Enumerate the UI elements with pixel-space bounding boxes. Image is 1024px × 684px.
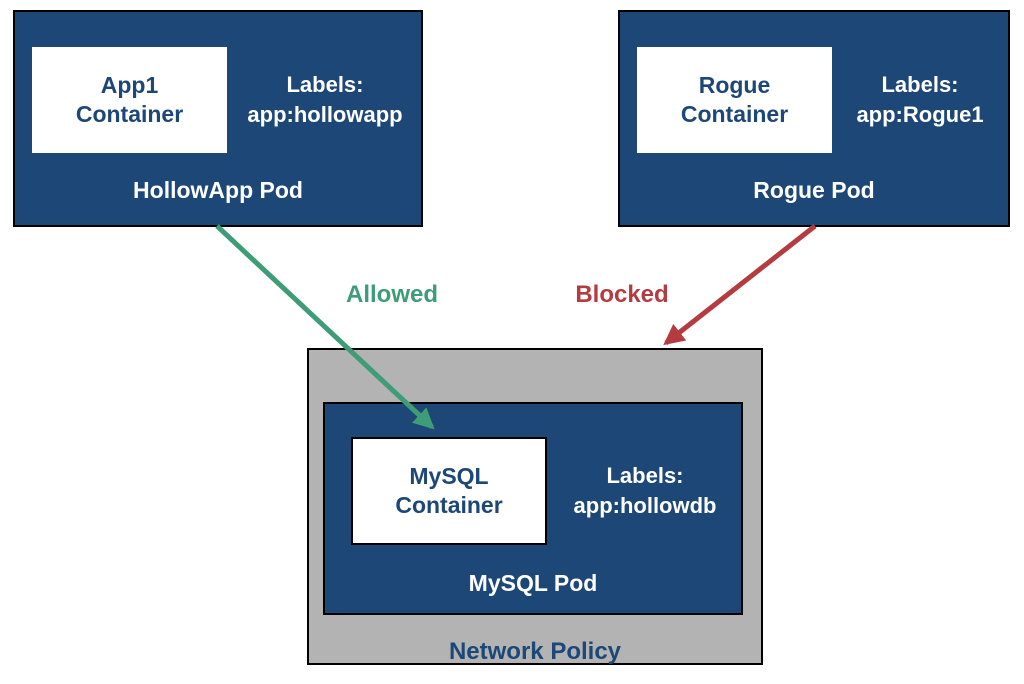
network-policy-box: MySQL Container Labels: app:hollowdb MyS… (307, 348, 763, 665)
rogue-pod-labels: Labels: app:Rogue1 (856, 72, 984, 127)
mysql-pod-title: MySQL Pod (468, 570, 598, 596)
mysql-pod-labels: Labels: app:hollowdb (573, 463, 717, 518)
blocked-arrow (663, 224, 817, 346)
blocked-label: Blocked (575, 281, 669, 308)
network-policy-title: Network Policy (448, 638, 622, 665)
hollowapp-pod-labels: Labels: app:hollowapp (247, 72, 403, 127)
rogue-pod-title: Rogue Pod (753, 177, 875, 203)
hollowapp-pod-title: HollowApp Pod (133, 177, 303, 203)
allowed-label: Allowed (345, 281, 438, 308)
mysql-pod: MySQL Container Labels: app:hollowdb MyS… (323, 402, 743, 615)
rogue-pod: Rogue Container Labels: app:Rogue1 Rogue… (618, 10, 1010, 227)
hollowapp-pod: App1 Container Labels: app:hollowapp Hol… (13, 10, 423, 227)
rogue-container: Rogue Container (637, 47, 832, 153)
mysql-container: MySQL Container (351, 437, 547, 545)
app1-container: App1 Container (32, 47, 227, 153)
